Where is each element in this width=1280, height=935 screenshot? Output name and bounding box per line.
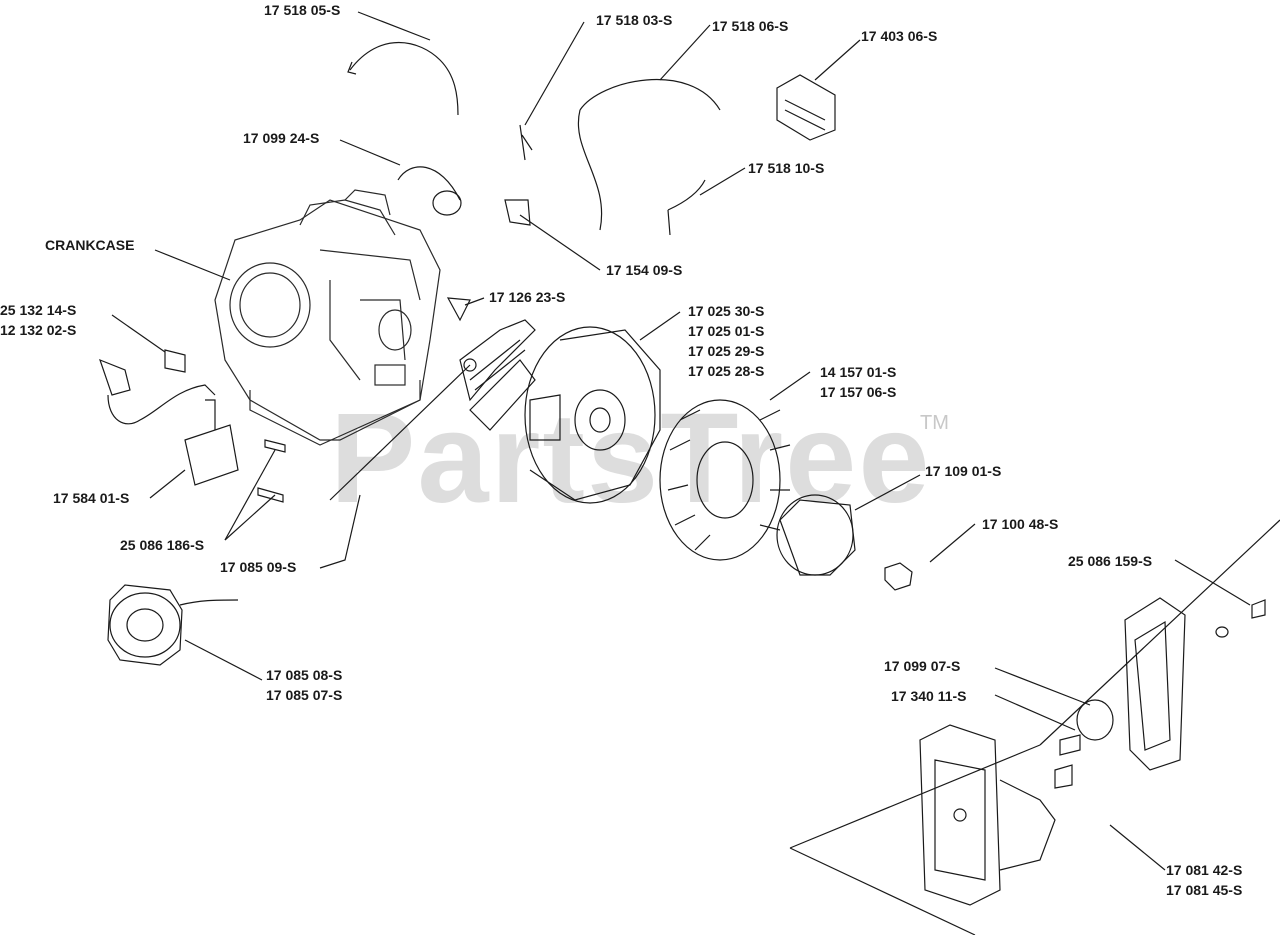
label-17-403-06: 17 403 06-S [861, 28, 938, 44]
label-17-099-24: 17 099 24-S [243, 130, 320, 146]
label-crankcase: CRANKCASE [45, 237, 135, 253]
short-wire-part [667, 179, 706, 236]
label-17-100-48: 17 100 48-S [982, 516, 1059, 532]
wire-harness-part [349, 42, 459, 116]
label-17-126-23: 17 126 23-S [489, 289, 566, 305]
flywheel-nut-part [884, 562, 913, 591]
oil-sensor-wire-part [397, 166, 461, 201]
side-cover-part [1124, 597, 1186, 771]
spark-plug-part [164, 349, 186, 373]
label-17-340-11: 17 340 11-S [891, 688, 967, 704]
label-17-085-09: 17 085 09-S [220, 559, 297, 575]
rectifier-part [776, 74, 836, 141]
trademark-mark: TM [920, 412, 949, 434]
label-17-518-06: 17 518 06-S [712, 18, 789, 34]
washer-part [1215, 626, 1229, 638]
label-17-518-03: 17 518 03-S [596, 12, 673, 28]
stator-part [459, 319, 536, 431]
spark-plug-cap-part [99, 358, 131, 396]
clip-part [504, 199, 531, 226]
flywheel-part [524, 326, 661, 504]
rod-part [329, 364, 471, 501]
watermark: PartsTree [330, 387, 932, 530]
crankcase-part [214, 189, 441, 446]
label-17-099-07: 17 099 07-S [884, 658, 961, 674]
starter-cup-part [776, 494, 856, 576]
bolt-part [264, 439, 286, 453]
ignition-lead-part [107, 384, 216, 425]
label-17-518-10: 17 518 10-S [748, 160, 825, 176]
connector-part [519, 124, 533, 161]
bolt-part [257, 487, 284, 503]
main-wire-harness-part [577, 78, 721, 231]
key-switch-part [1054, 699, 1114, 789]
rod-ring-part [463, 358, 477, 372]
leader-lines [111, 11, 1280, 935]
ignition-coil-part [184, 424, 239, 486]
label-17-109-01: 17 109 01-S [925, 463, 1002, 479]
label-25-086-186: 25 086 186-S [120, 537, 205, 553]
screw-part [1251, 599, 1266, 619]
oil-sensor-part [432, 190, 462, 216]
charging-coil-part [107, 584, 239, 666]
label-17-584-01: 17 584 01-S [53, 490, 130, 506]
wire-terminal-part [347, 61, 357, 75]
bracket-part [446, 297, 471, 322]
label-17-518-05: 17 518 05-S [264, 2, 341, 18]
control-panel-part [919, 724, 1056, 906]
coil-post-part [205, 399, 216, 430]
cooling-fan-part [659, 399, 791, 561]
label-17-154-09: 17 154 09-S [606, 262, 683, 278]
label-25-086-159: 25 086 159-S [1068, 553, 1153, 569]
